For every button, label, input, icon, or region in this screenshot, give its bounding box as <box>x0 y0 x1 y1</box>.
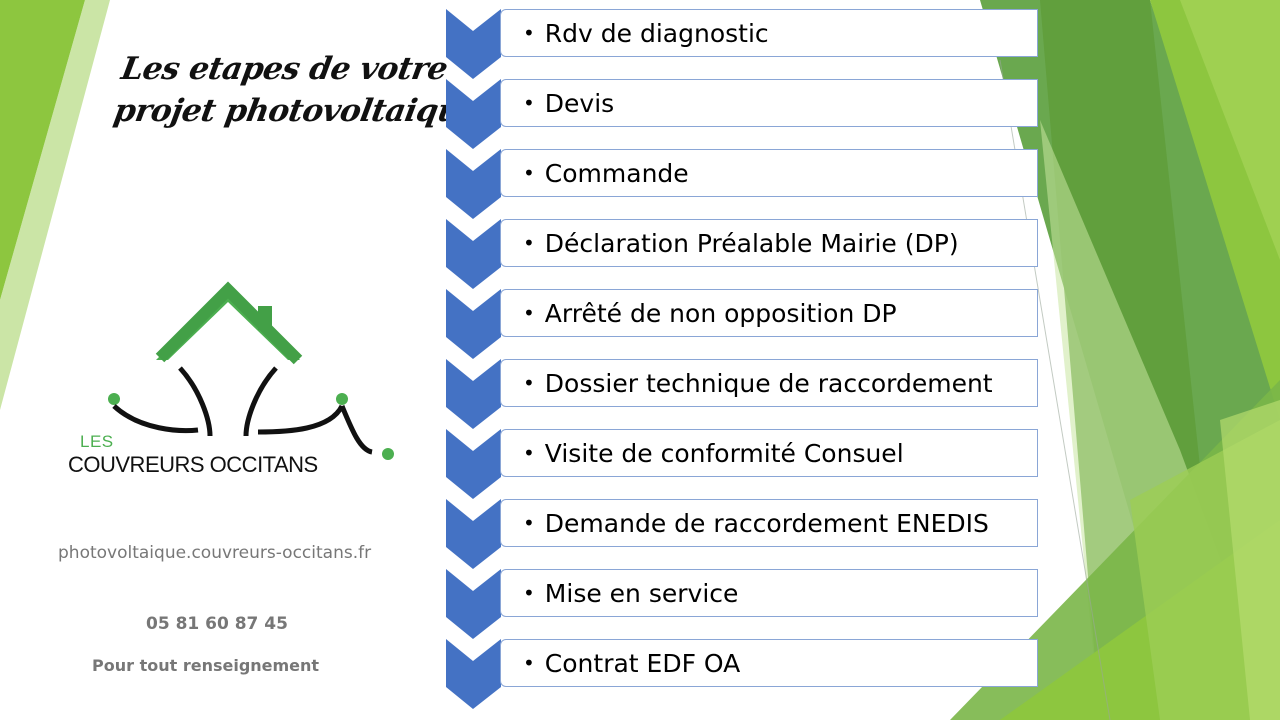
step-item: • Demande de raccordement ENEDIS <box>500 499 1038 547</box>
step-item: • Dossier technique de raccordement <box>500 359 1038 407</box>
chevron-icon <box>446 639 501 709</box>
step-item: • Devis <box>500 79 1038 127</box>
step-label: Déclaration Préalable Mairie (DP) <box>544 228 959 258</box>
bullet-icon: • <box>523 231 535 255</box>
bullet-icon: • <box>523 91 535 115</box>
chevron-icon <box>446 149 501 219</box>
logo-text-company: COUVREURS OCCITANS <box>68 452 318 477</box>
chevron-icon <box>446 79 501 149</box>
bullet-icon: • <box>523 511 535 535</box>
bullet-icon: • <box>523 651 535 675</box>
bullet-icon: • <box>523 441 535 465</box>
step-item: • Mise en service <box>500 569 1038 617</box>
company-logo-icon <box>108 281 394 460</box>
step-item: • Déclaration Préalable Mairie (DP) <box>500 219 1038 267</box>
step-label: Mise en service <box>544 578 739 608</box>
chevron-icon <box>446 219 501 289</box>
logo-text-les: LES <box>80 432 114 451</box>
website-link[interactable]: photovoltaique.couvreurs-occitans.fr <box>58 543 372 563</box>
chevron-icon <box>446 359 501 429</box>
step-label: Devis <box>544 88 615 118</box>
chevron-icon <box>446 569 501 639</box>
step-label: Demande de raccordement ENEDIS <box>544 508 989 538</box>
page-title: Les etapes de votre projet photovoltaiqu… <box>111 48 483 132</box>
chevron-icon <box>446 429 501 499</box>
title-line-2: projet photovoltaique <box>111 93 483 129</box>
step-label: Contrat EDF OA <box>544 648 741 678</box>
bullet-icon: • <box>523 371 535 395</box>
bullet-icon: • <box>523 301 535 325</box>
step-label: Visite de conformité Consuel <box>544 438 904 468</box>
bullet-icon: • <box>523 21 535 45</box>
chevron-arrows <box>446 9 501 709</box>
phone-number: 05 81 60 87 45 <box>146 614 288 634</box>
step-label: Arrêté de non opposition DP <box>544 298 897 328</box>
step-item: • Contrat EDF OA <box>500 639 1038 687</box>
chevron-icon <box>446 9 501 79</box>
step-label: Commande <box>544 158 689 188</box>
step-item: • Arrêté de non opposition DP <box>500 289 1038 337</box>
step-item: • Rdv de diagnostic <box>500 9 1038 57</box>
step-item: • Commande <box>500 149 1038 197</box>
step-label: Rdv de diagnostic <box>544 18 769 48</box>
bullet-icon: • <box>523 581 535 605</box>
step-item: • Visite de conformité Consuel <box>500 429 1038 477</box>
bullet-icon: • <box>523 161 535 185</box>
step-label: Dossier technique de raccordement <box>544 368 993 398</box>
info-label: Pour tout renseignement <box>92 656 320 675</box>
title-line-1: Les etapes de votre <box>118 51 451 87</box>
chevron-icon <box>446 499 501 569</box>
chevron-icon <box>446 289 501 359</box>
